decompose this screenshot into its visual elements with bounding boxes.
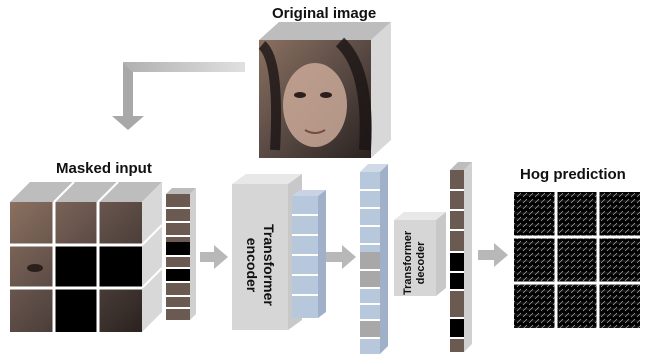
arrow-to-tokens: [326, 245, 356, 269]
hog-prediction-label: Hog prediction: [520, 166, 626, 183]
bent-arrow-vertical: [123, 62, 133, 118]
original-image-label: Original image: [272, 5, 377, 22]
face-skin: [283, 63, 347, 147]
arrow-to-encoder: [200, 245, 228, 269]
encoder-block: [232, 184, 288, 330]
encoded-token-strip: [292, 190, 326, 318]
mask-patch-2: [54, 288, 98, 332]
decoder-block: [394, 220, 436, 296]
masked-cube-side: [142, 182, 162, 332]
bent-arrow-head: [112, 116, 144, 130]
transformer-decoder: [394, 212, 446, 296]
face-hair-left: [258, 41, 282, 151]
bent-arrow: [112, 62, 245, 130]
face-hair-right: [335, 37, 372, 151]
full-token-sequence: [360, 164, 388, 354]
masked-input-cube: [10, 181, 163, 332]
original-cube-top: [259, 22, 391, 40]
original-image-cube: [258, 22, 391, 158]
hog-prediction-grid: [514, 192, 640, 328]
face-eye-left: [294, 92, 306, 98]
masked-eye: [27, 264, 43, 272]
face-mouth: [304, 129, 326, 134]
patch-token-strip: [166, 188, 196, 320]
decoder-label: Transformer decoder: [402, 230, 427, 295]
original-cube-side: [371, 22, 391, 158]
arrow-to-hog: [478, 243, 508, 267]
hog-grid-body: [514, 192, 640, 328]
face-eye-right: [320, 92, 332, 98]
encoder-label: Transformer encoder: [244, 224, 277, 306]
bent-arrow-horizontal: [123, 62, 245, 72]
decoded-patch-strip: [450, 162, 472, 352]
masked-cube-top: [10, 182, 162, 202]
masked-input-label: Masked input: [56, 160, 152, 177]
